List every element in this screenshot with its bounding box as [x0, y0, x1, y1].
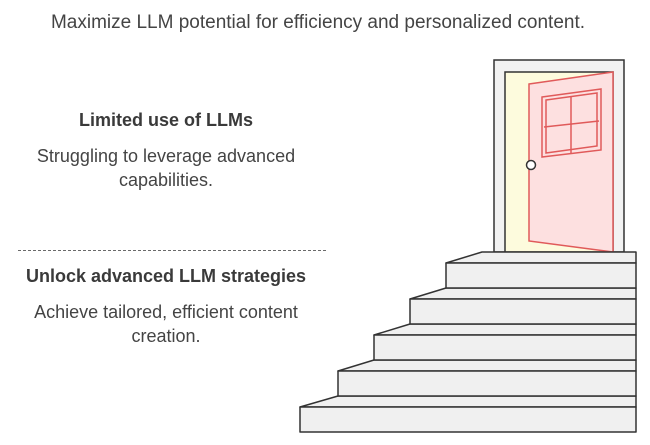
stair-step-4-riser	[409, 298, 637, 325]
stair-step-1-top	[299, 395, 637, 408]
current-state-block: Limited use of LLMs Struggling to levera…	[20, 108, 312, 192]
door-window-inner	[545, 92, 598, 154]
door-window	[541, 88, 602, 158]
current-state-heading: Limited use of LLMs	[78, 110, 253, 130]
stair-step-2-riser	[337, 370, 637, 397]
goal-state-description: Achieve tailored, efficient content crea…	[34, 302, 298, 346]
goal-state-block: Unlock advanced LLM strategies Achieve t…	[20, 264, 312, 348]
stair-step-5-top	[445, 251, 637, 264]
door-knob	[525, 159, 537, 171]
stair-step-5-riser	[445, 262, 637, 289]
stair-step-3-top	[373, 323, 637, 336]
staircase	[299, 251, 637, 433]
stair-step-3-riser	[373, 334, 637, 361]
dashed-divider	[18, 250, 326, 251]
goal-state-heading: Unlock advanced LLM strategies	[25, 266, 307, 286]
current-state-description: Struggling to leverage advanced capabili…	[36, 146, 296, 190]
page-title: Maximize LLM potential for efficiency an…	[50, 12, 586, 33]
stair-step-2-top	[337, 359, 637, 372]
stair-step-1-riser	[299, 406, 637, 433]
stair-step-4-top	[409, 287, 637, 300]
